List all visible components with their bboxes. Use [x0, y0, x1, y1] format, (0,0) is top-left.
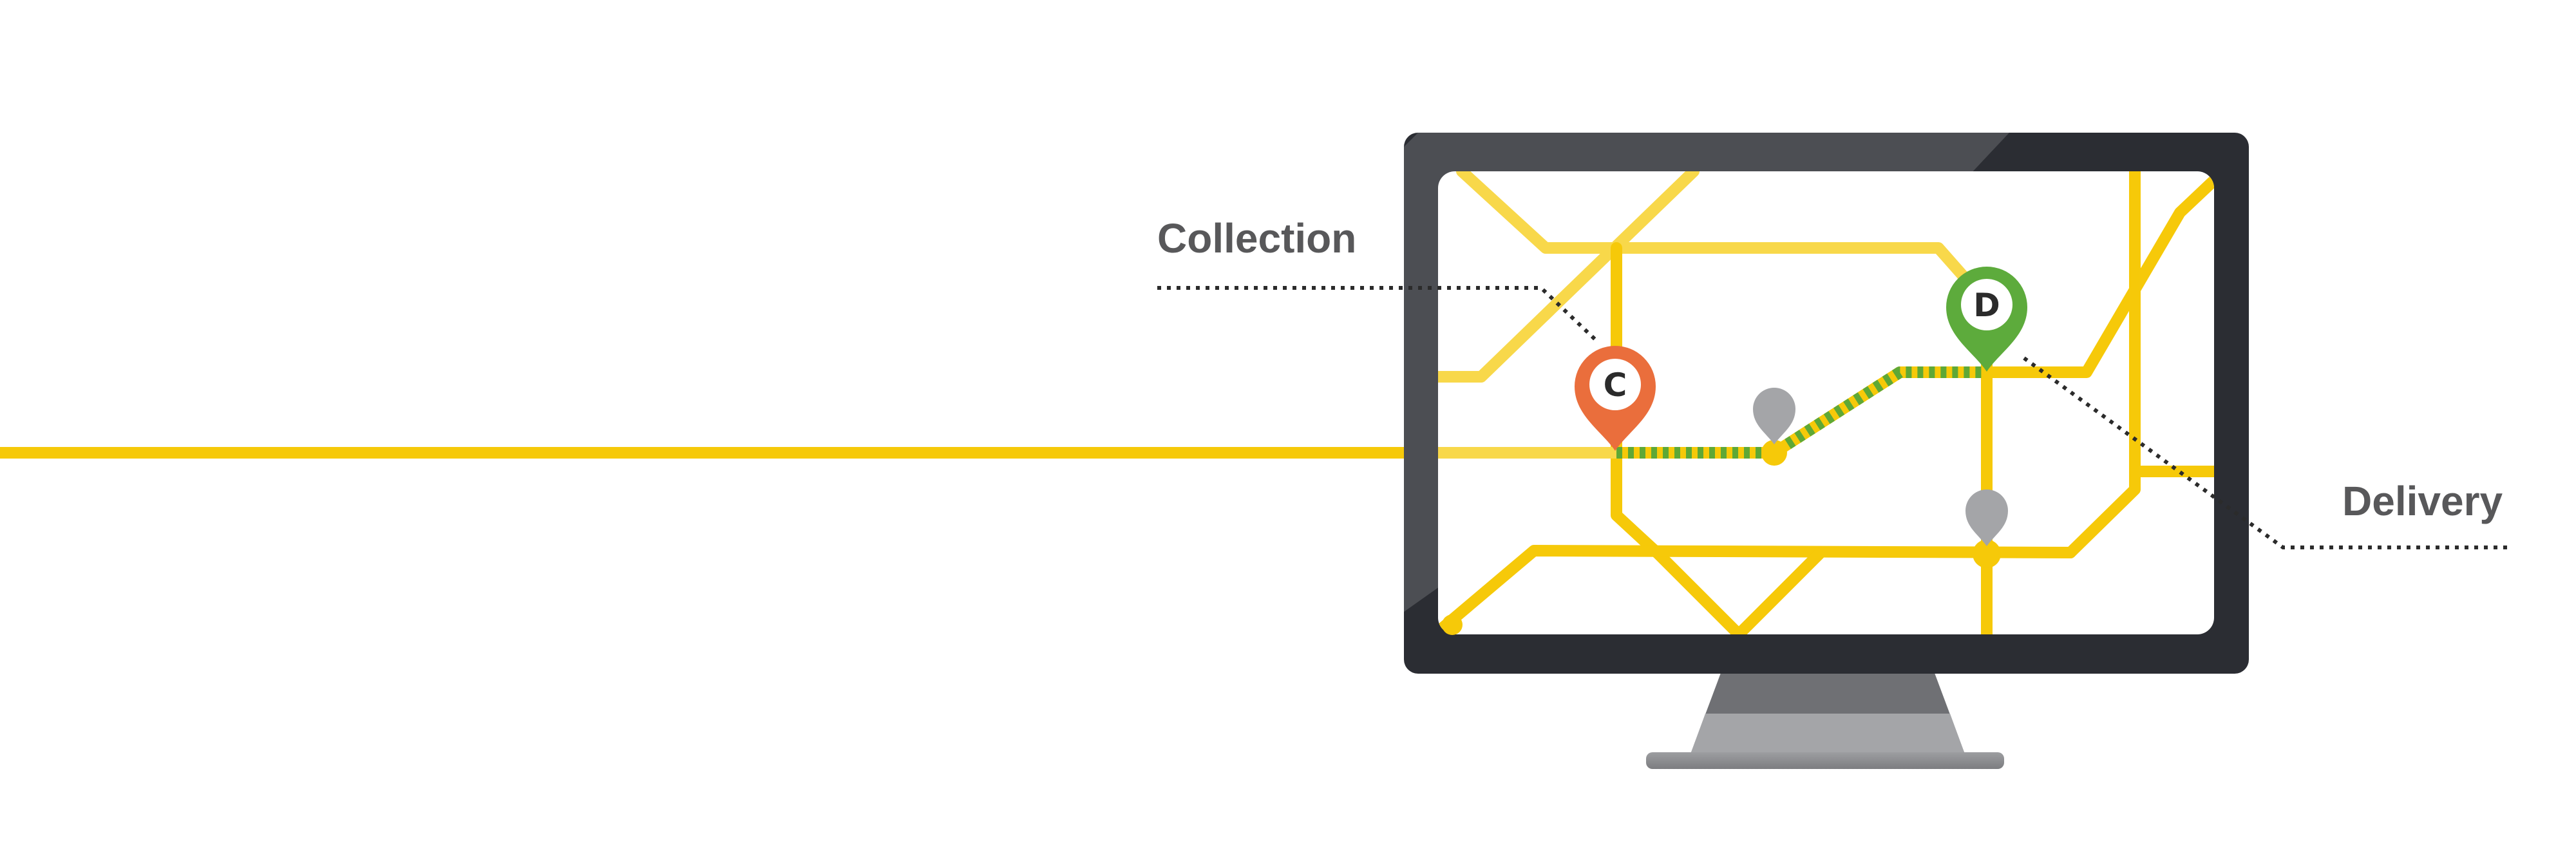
highlighted-route	[1616, 366, 1987, 459]
junction-dots	[1442, 440, 2001, 635]
collection-pin: C	[1575, 346, 1656, 451]
delivery-label: Delivery	[2342, 478, 2503, 524]
map-pin-icon	[1965, 489, 2008, 546]
callout-lines	[1157, 286, 2508, 549]
monitor-stand	[1646, 673, 2004, 769]
delivery-pin-letter: D	[1973, 287, 2000, 324]
collection-pin-letter: C	[1604, 366, 1627, 404]
monitor-icon	[1404, 133, 2249, 674]
delivery-pin: D	[1946, 267, 2027, 372]
map-pin-icon	[1753, 388, 1795, 444]
collection-label: Collection	[1157, 215, 1356, 261]
